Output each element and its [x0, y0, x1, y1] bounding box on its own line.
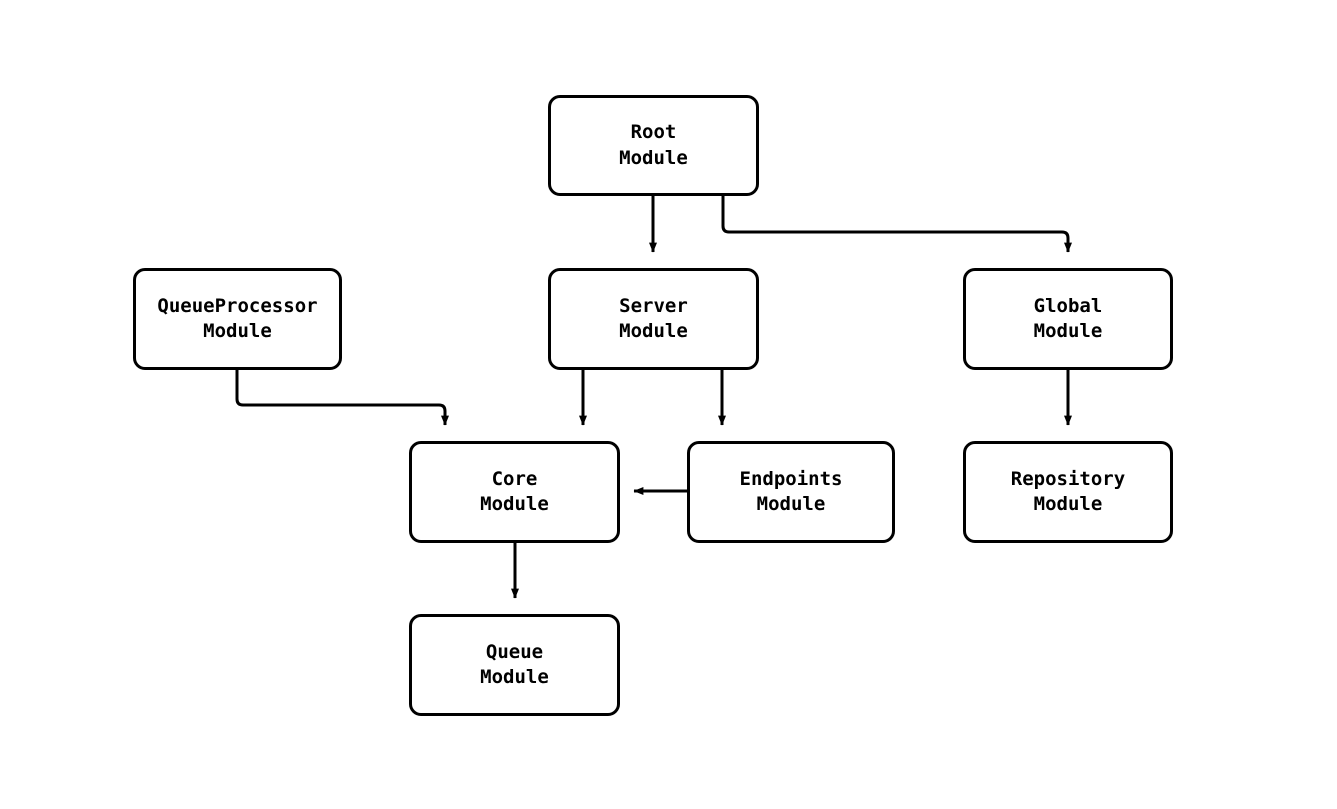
node-core-module[interactable]: Core Module [409, 441, 620, 543]
node-root-module[interactable]: Root Module [548, 95, 759, 196]
node-repository-module-label: Repository Module [1010, 467, 1126, 515]
node-server-module-label: Server Module [619, 294, 688, 342]
edge-queueprocessor-to-core [235, 370, 449, 426]
node-endpoints-module[interactable]: Endpoints Module [687, 441, 895, 543]
node-queueprocessor-module-label: QueueProcessor Module [157, 294, 318, 342]
edge-root-to-global [721, 196, 1072, 253]
node-queueprocessor-module[interactable]: QueueProcessor Module [133, 268, 342, 370]
node-queue-module-label: Queue Module [480, 640, 549, 688]
node-root-module-label: Root Module [619, 121, 688, 169]
node-global-module-label: Global Module [1033, 294, 1103, 342]
node-server-module[interactable]: Server Module [548, 268, 759, 370]
node-endpoints-module-label: Endpoints Module [739, 467, 843, 515]
node-repository-module[interactable]: Repository Module [963, 441, 1173, 543]
node-global-module[interactable]: Global Module [963, 268, 1173, 370]
node-core-module-label: Core Module [480, 467, 549, 515]
node-queue-module[interactable]: Queue Module [409, 614, 620, 716]
